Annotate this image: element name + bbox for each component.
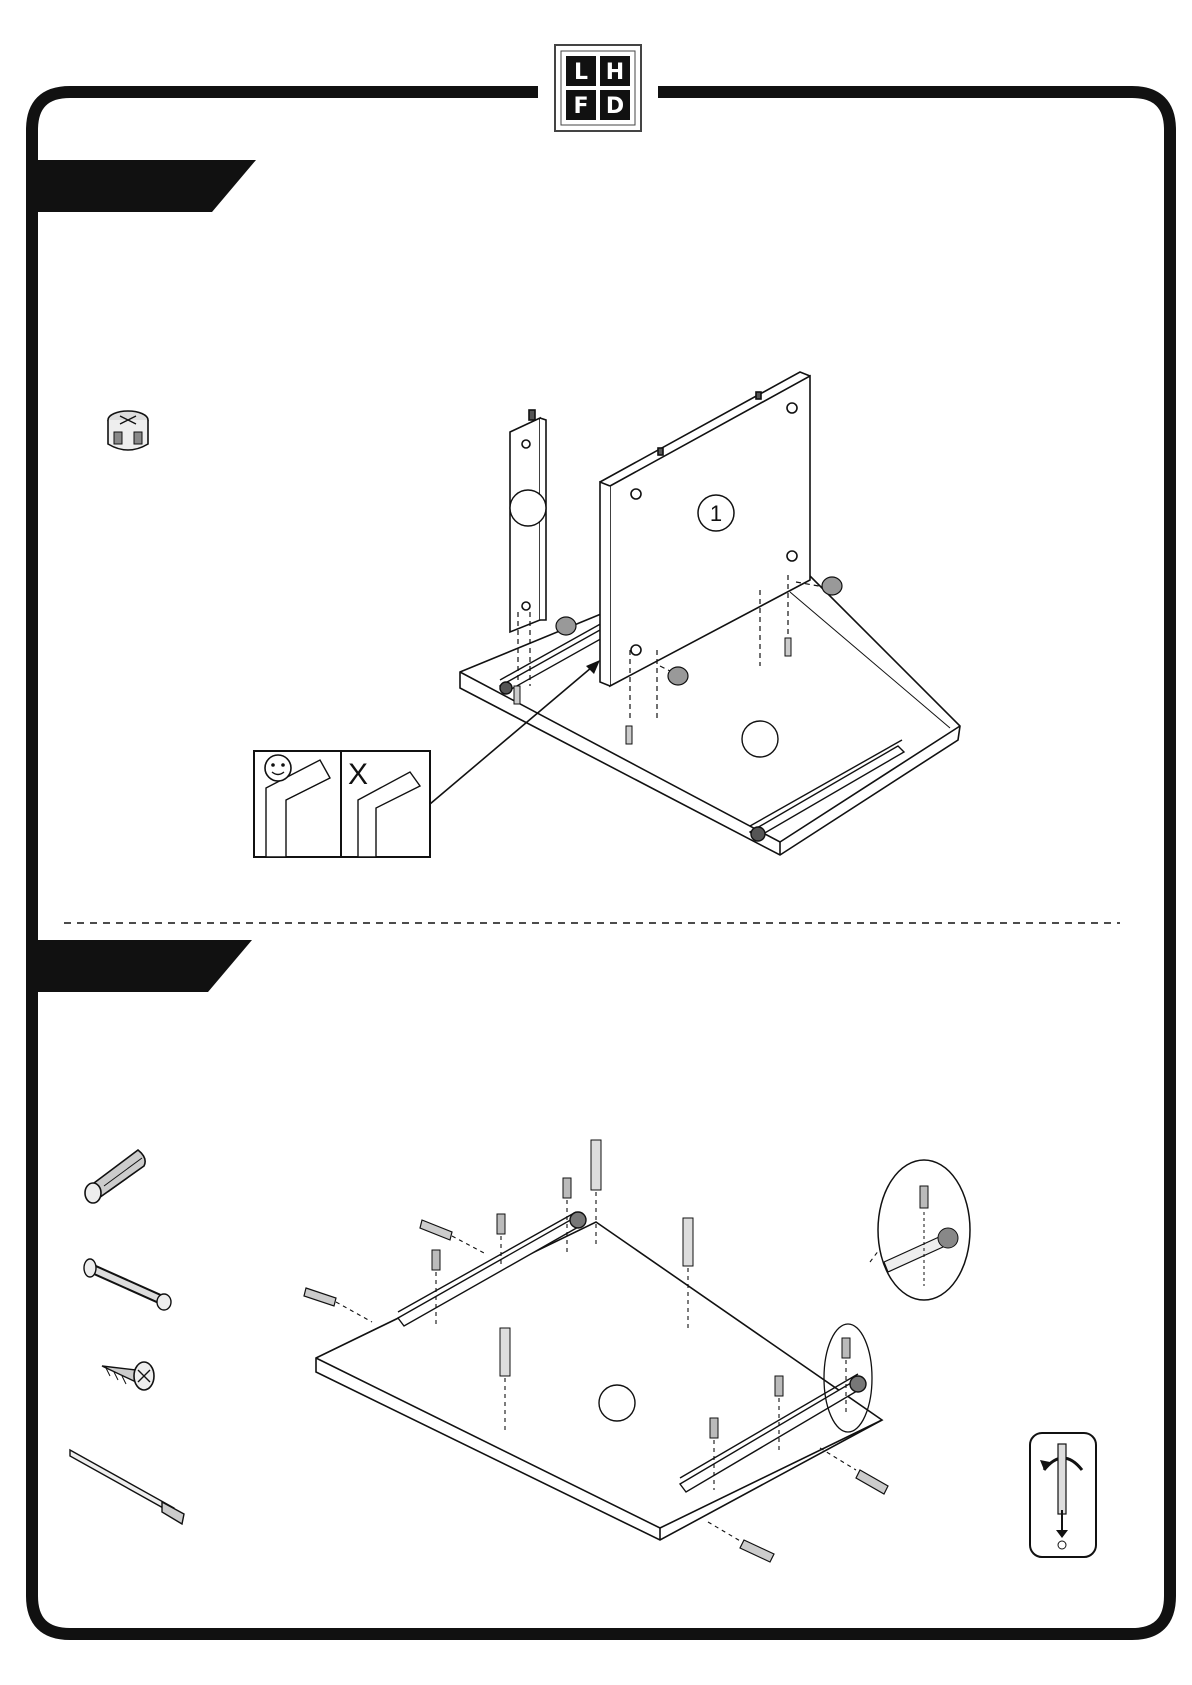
step-one-banner [38,160,256,212]
wooden-dowel-icon [85,1150,145,1203]
clockwise-rotation-icon [1030,1433,1096,1557]
brand-logo: L H F D [555,45,641,131]
cam-lock-icon [108,411,148,450]
incorrect-mark: X [348,758,368,791]
screw-icon [102,1362,154,1390]
logo-letter-f: F [573,94,588,119]
bottom-board-part-marker [742,721,778,757]
logo-letter-h: H [606,60,624,85]
bottom-board-two-part-marker [599,1385,635,1421]
logo-letter-l: L [574,60,588,85]
rail-detail-zoom [878,1160,970,1300]
drawer-rail-icon [70,1450,184,1524]
back-panel-part-number: 1 [710,501,722,526]
cam-bolt-icon [84,1259,171,1310]
edge-detail-callout: X [254,751,430,857]
logo-letter-d: D [606,94,624,119]
bottom-board-step-two [316,1222,882,1540]
smiley-face-icon [265,755,291,781]
step-two-banner [38,940,252,992]
side-post-part-marker [510,490,546,526]
